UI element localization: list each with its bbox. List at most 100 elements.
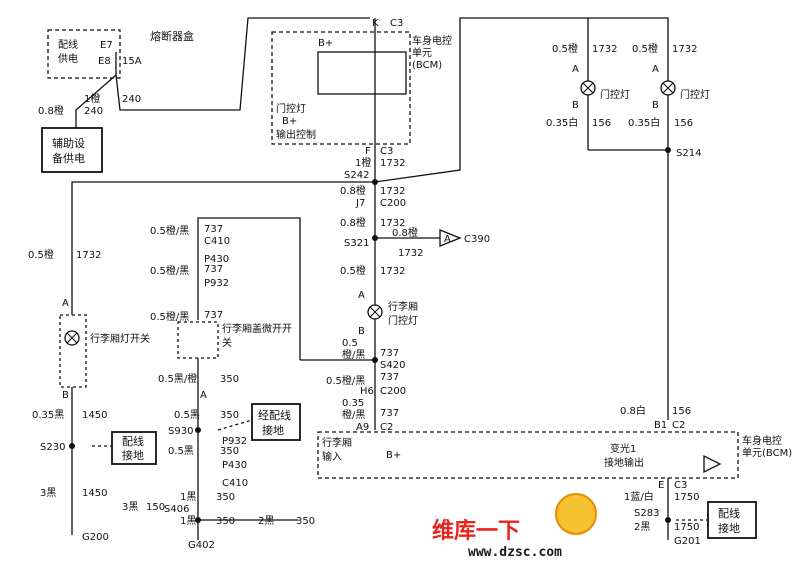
splice-dot-s321: [372, 235, 378, 241]
fuse-supply-label1: 配线: [58, 38, 78, 51]
trunk-switch-box: [59, 314, 87, 388]
bcm-relay: [317, 51, 407, 95]
lamp-cross-switch: [66, 332, 78, 344]
bcm-black-id: 1750: [674, 522, 699, 533]
lid-w9-id: 350: [296, 516, 315, 527]
lid-w4-id: 350: [220, 374, 239, 385]
bcm-top-box: [271, 31, 411, 145]
bcm-bottom-box: [317, 431, 739, 479]
fuse-box-title: 熔断器盒: [150, 29, 194, 43]
wire-240-aux: [75, 52, 117, 128]
lid-w9-size: 2黑: [258, 515, 274, 527]
trunk-wire-top: 0.5橙: [28, 248, 54, 261]
wire-door-lights-return: [588, 149, 669, 420]
aux-label1: 辅助设: [52, 136, 85, 150]
trunk-3black2: 3黑: [122, 501, 138, 513]
bcm-output2: 接地输出: [604, 456, 644, 469]
main-w6-id: 737: [380, 348, 399, 359]
bcm-conn-c3b: C3: [380, 146, 393, 157]
aux-wire-id3: 240: [122, 94, 141, 105]
c390-arrow: [439, 229, 462, 247]
splice-dot-s420: [372, 357, 378, 363]
conn-p932: P932: [204, 278, 229, 289]
trunk-ground-label2: 接地: [122, 449, 144, 462]
main-w2-id: 1732: [380, 186, 405, 197]
bcm-bottom-title1: 车身电控: [742, 434, 782, 447]
lid-w1-size: 0.5橙/黑: [150, 224, 189, 237]
lamp-cross-right: [662, 82, 674, 94]
conn-p430: P430: [204, 254, 229, 265]
bcm-output1: 变光1: [610, 442, 636, 455]
bcm-black-size: 2黑: [634, 521, 650, 533]
door-pin-b1: B: [572, 100, 579, 111]
bcm-input1: 行李厢: [322, 436, 352, 449]
door-pin-a1: A: [572, 64, 579, 75]
c390-pin: A: [444, 234, 451, 245]
wire-top-right-loop: [374, 17, 669, 183]
door-left-id: 1732: [592, 44, 617, 55]
trunk-3black: 3黑: [40, 487, 56, 499]
door-right-wire: 0.5橙: [632, 42, 658, 55]
watermark: 维库一下 www.dzsc.com: [432, 493, 597, 560]
lid-w3-id: 737: [204, 310, 223, 321]
fuse-pin-e8: E8: [98, 56, 111, 67]
bcm-top-title2: 单元: [412, 47, 432, 59]
lamp-cross-trunk: [369, 306, 381, 318]
bcm-conn-c3: C3: [674, 480, 687, 491]
lid-w1-id: 737: [204, 224, 223, 235]
main-w6-size1: 0.5: [342, 338, 358, 349]
trunk-3black-id: 1450: [82, 488, 107, 499]
bcm-blue-size: 1蓝/白: [624, 490, 654, 503]
aux-wire-id: 240: [84, 106, 103, 117]
lid-w8-size: 1黑: [180, 515, 196, 527]
trunk-ground-label1: 配线: [122, 434, 144, 448]
fuse-pin-e7: E7: [100, 40, 113, 51]
lid-w4-size: 0.5黑/橙: [158, 372, 197, 385]
main-w8-size1: 0.35: [342, 398, 364, 409]
main-w6-size2: 橙/黑: [342, 348, 365, 361]
aux-supply-box: [41, 127, 103, 173]
lamp-cross-left: [582, 82, 594, 94]
main-w4-size: 0.8橙: [392, 226, 418, 239]
main-w1-size: 1橙: [355, 156, 371, 169]
lid-w7-size: 1黑: [180, 491, 196, 503]
lamp-pin-b: B: [358, 326, 365, 337]
bcm-bottom-title2: 单元(BCM): [742, 447, 792, 459]
splice-dot-s283: [665, 517, 671, 523]
watermark-mascot-icon: [555, 493, 597, 535]
aux-wire-size2: 1橙: [84, 92, 100, 105]
trunk-switch-label: 行李厢灯开关: [90, 332, 150, 345]
splice-dot-s230: [69, 443, 75, 449]
splice-dot-s930: [195, 427, 201, 433]
main-w2-size: 0.8橙: [340, 184, 366, 197]
splice-s321: S321: [344, 238, 369, 249]
wire-240-bcm: [115, 17, 370, 111]
trunk-3black2-id: 150: [146, 502, 165, 513]
main-w7-id: 737: [380, 372, 399, 383]
trunk-wire-bottom-id: 1450: [82, 410, 107, 421]
door-left-wire2: 0.35白: [546, 116, 578, 129]
fuse-rating: 15A: [122, 56, 142, 67]
door-right-id2: 156: [674, 118, 693, 129]
lid-w6-size: 0.5黑: [168, 445, 194, 457]
main-w1-id: 1732: [380, 158, 405, 169]
door-pin-b2: B: [652, 100, 659, 111]
main-w5-size: 0.5橙: [340, 264, 366, 277]
trunk-wire-bottom: 0.35黑: [32, 409, 64, 421]
bcm-conn-b1: B1: [654, 420, 667, 431]
main-w3-id: 1732: [380, 218, 405, 229]
bcm-ground-label2: 接地: [718, 522, 740, 535]
main-w5-id: 1732: [380, 266, 405, 277]
bcm-output-ctrl: 输出控制: [276, 128, 316, 141]
lid-w3-size: 0.5橙/黑: [150, 310, 189, 323]
splice-s930: S930: [168, 426, 193, 437]
aux-label2: 备供电: [52, 151, 85, 165]
bcm-conn-f: F: [365, 146, 371, 157]
lid-w5-id: 350: [220, 410, 239, 421]
splice-s406: S406: [164, 504, 189, 515]
door-light-label1: 门控灯: [600, 88, 630, 101]
splice-s242: S242: [344, 170, 369, 181]
lid-label2: 关: [222, 336, 232, 349]
bcm-bplus2: B+: [282, 116, 297, 127]
